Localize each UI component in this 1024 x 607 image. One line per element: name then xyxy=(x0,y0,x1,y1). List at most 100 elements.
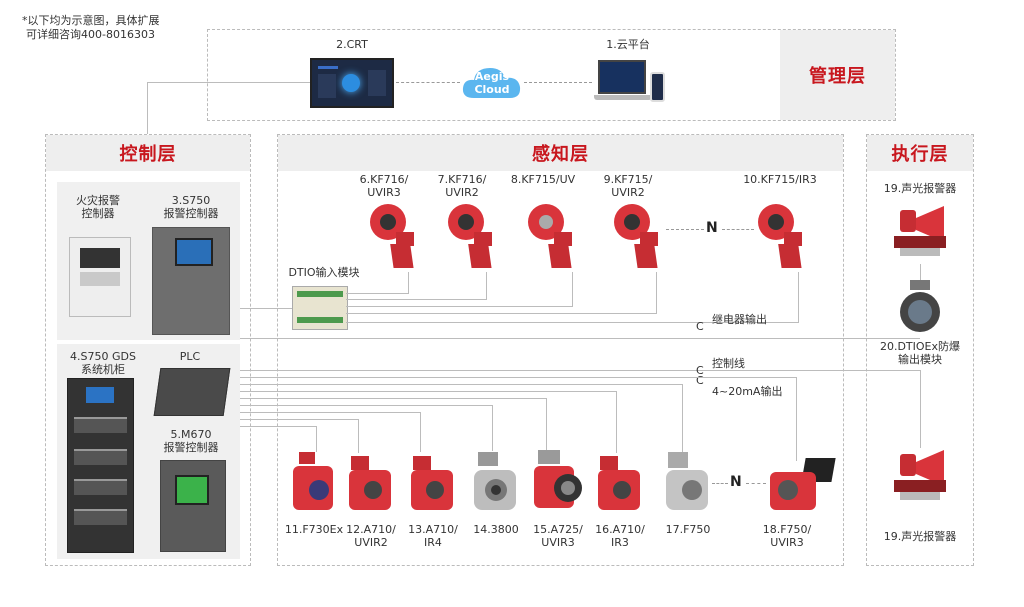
detector-11-label: 11.F730Ex xyxy=(284,523,344,536)
detector-8-kf715-uv xyxy=(520,200,578,272)
control-line-wire xyxy=(240,370,920,371)
detector-8-label: 8.KF715/UV xyxy=(510,173,576,186)
analog-wire-12v xyxy=(358,419,359,453)
control-layer-title: 控制层 xyxy=(46,135,250,171)
s750-cabinet xyxy=(152,227,230,335)
c-control-label: C xyxy=(696,364,704,377)
analog-wire-11v xyxy=(316,426,317,452)
crt-cloud-dashed-link xyxy=(396,82,460,83)
analog-wire-14 xyxy=(240,405,492,406)
dtioex-wire-v xyxy=(920,264,921,280)
crt-label: 2.CRT xyxy=(336,38,368,51)
management-layer xyxy=(207,29,896,121)
analog-wire-15 xyxy=(240,398,546,399)
analog-wire-15v xyxy=(546,398,547,452)
analog-wire-17 xyxy=(240,384,682,385)
control-to-crt-wire-v xyxy=(147,82,148,134)
control-to-dtio-wire xyxy=(240,308,292,309)
analog-wire-13 xyxy=(240,412,420,413)
c-analog-label: C xyxy=(696,374,704,387)
detector-15-label: 15.A725/UVIR3 xyxy=(533,523,583,549)
analog-wire-13v xyxy=(420,412,421,452)
analog-wire-14v xyxy=(492,405,493,451)
cloud-platform-label: 1.云平台 xyxy=(606,38,650,51)
analog-wire-12 xyxy=(240,419,358,420)
relay-wire-6 xyxy=(346,293,408,294)
n-bottom-label: N xyxy=(730,474,742,490)
relay-wire-10v xyxy=(798,272,799,323)
control-line-label: 控制线 xyxy=(712,357,745,370)
relay-wire-7v xyxy=(486,272,487,300)
fire-panel-label: 火灾报警 控制器 xyxy=(76,194,120,220)
detector-9-kf715-uvir2 xyxy=(606,200,664,272)
detector-6-kf716-uvir3 xyxy=(362,200,420,272)
detector-14-3800 xyxy=(470,452,520,514)
detector-16-label: 16.A710/IR3 xyxy=(595,523,645,549)
aegis-cloud-icon: Aegis Cloud xyxy=(460,62,524,102)
detector-11-f730ex xyxy=(289,452,339,514)
relay-output-label: 继电器输出 xyxy=(712,313,767,326)
relay-wire-9 xyxy=(346,313,656,314)
control-to-crt-wire-h xyxy=(147,82,310,83)
control-line-to-alarm-wire xyxy=(920,370,921,448)
detector-10-label: 10.KF715/IR3 xyxy=(743,173,817,186)
c-relay-label: C xyxy=(696,320,704,333)
m670-controller xyxy=(160,460,226,552)
crt-monitor xyxy=(310,58,394,108)
detector-12-label: 12.A710/UVIR2 xyxy=(346,523,396,549)
relay-wire-10 xyxy=(346,322,798,323)
detector-9-label: 9.KF715/UVIR2 xyxy=(603,173,653,199)
alarm-top-label: 19.声光报警器 xyxy=(883,182,957,195)
relay-wire-9v xyxy=(656,272,657,314)
relay-to-dtioex-wire xyxy=(240,338,920,339)
n-top-dashed-link xyxy=(666,229,704,230)
detector-16-a710-ir3 xyxy=(594,452,644,514)
management-layer-title: 管理层 xyxy=(780,30,895,120)
plc-module xyxy=(153,368,231,416)
analog-output-label: 4~20mA输出 xyxy=(712,385,783,398)
alarm-bottom-label: 19.声光报警器 xyxy=(883,530,957,543)
analog-wire-11 xyxy=(240,426,316,427)
plc-label: PLC xyxy=(179,350,201,363)
dtioex-module xyxy=(896,280,944,334)
detector-6-label: 6.KF716/UVIR3 xyxy=(359,173,409,199)
fire-alarm-controller xyxy=(69,237,131,317)
m670-label: 5.M670 报警控制器 xyxy=(163,428,219,454)
disclaimer-note: *以下均为示意图，具体扩展 可详细咨询400-8016303 xyxy=(22,14,160,42)
phone-icon xyxy=(650,72,665,102)
detector-10-kf715-ir3 xyxy=(750,200,808,272)
detector-13-label: 13.A710/IR4 xyxy=(408,523,458,549)
relay-wire-7 xyxy=(346,299,486,300)
control-layer xyxy=(45,134,251,566)
detector-15-a725-uvir3 xyxy=(530,450,586,514)
dtioex-label: 20.DTIOEx防爆 输出模块 xyxy=(879,340,961,366)
cloud-laptop-dashed-link xyxy=(524,82,592,83)
laptop-icon xyxy=(594,60,652,106)
analog-wire-16 xyxy=(240,391,616,392)
relay-wire-8 xyxy=(346,306,572,307)
note-line-2: 可详细咨询400-8016303 xyxy=(26,28,155,41)
cloud-text-line2: Cloud xyxy=(474,83,510,96)
detector-7-kf716-uvir2 xyxy=(440,200,498,272)
detector-18-f750-uvir3 xyxy=(766,456,838,514)
analog-wire-16v xyxy=(616,391,617,453)
gds-system-cabinet xyxy=(67,378,134,553)
dtio-input-label: DTIO输入模块 xyxy=(288,266,360,279)
s750-label: 3.S750 报警控制器 xyxy=(163,194,219,220)
relay-wire-8v xyxy=(572,272,573,307)
sensing-layer-title: 感知层 xyxy=(278,135,843,171)
n-bottom-dashed-link-2 xyxy=(746,483,766,484)
n-top-label: N xyxy=(706,220,718,236)
detector-7-label: 7.KF716/UVIR2 xyxy=(437,173,487,199)
detector-13-a710-ir4 xyxy=(407,452,457,514)
analog-wire-17v xyxy=(682,384,683,454)
dtio-input-module xyxy=(292,286,348,330)
execution-layer xyxy=(866,134,974,566)
execution-layer-title: 执行层 xyxy=(867,135,973,171)
cloud-text-line1: Aegis xyxy=(474,70,510,83)
relay-wire-6v xyxy=(408,272,409,294)
sensing-layer xyxy=(277,134,844,566)
n-bottom-dashed-link xyxy=(712,483,728,484)
detector-18-label: 18.F750/UVIR3 xyxy=(762,523,812,549)
detector-12-a710-uvir2 xyxy=(345,452,395,514)
